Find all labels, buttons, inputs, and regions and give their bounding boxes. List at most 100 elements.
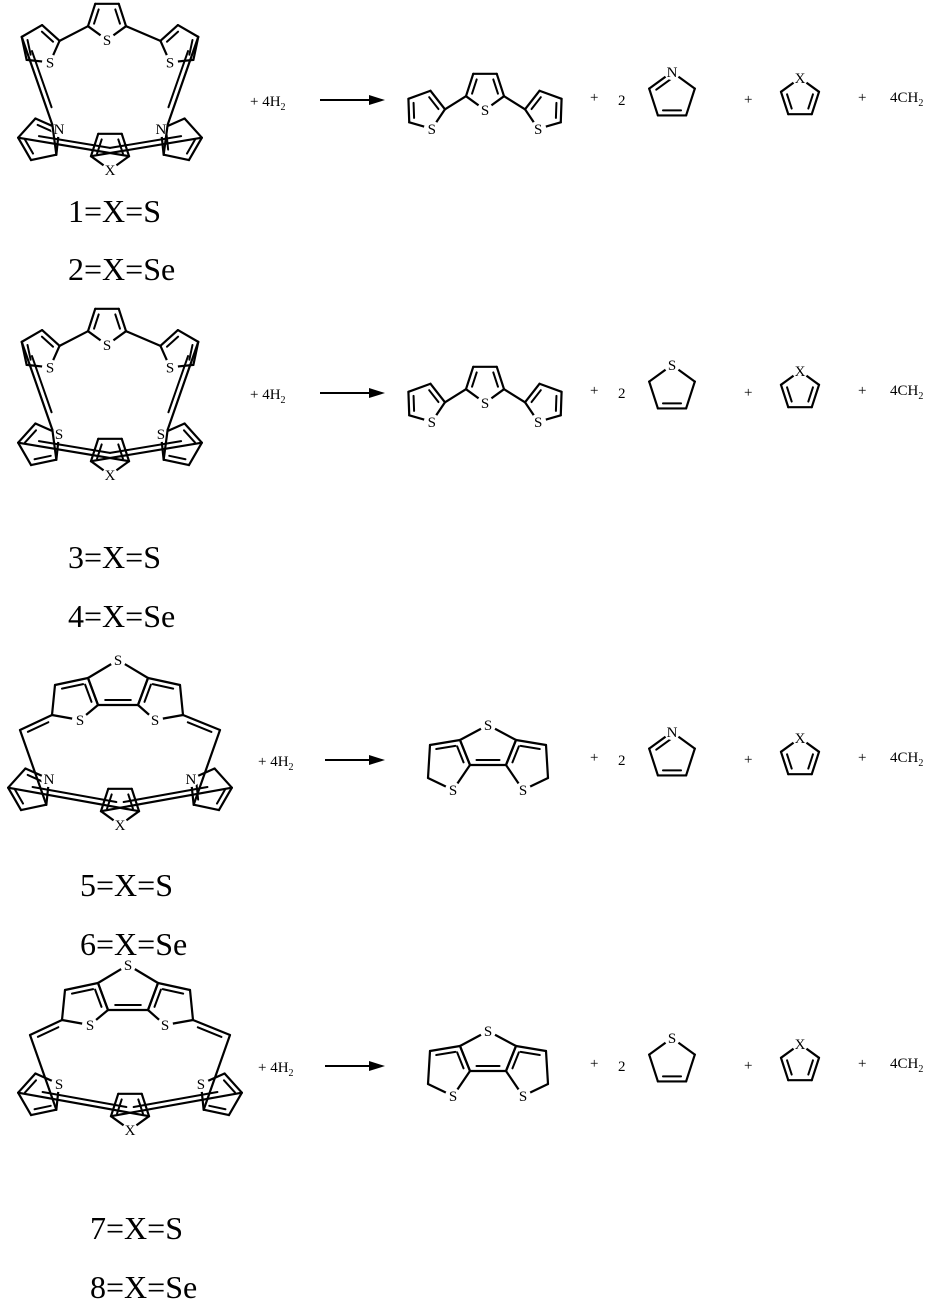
bond-line — [428, 1044, 462, 1053]
bond-line — [23, 138, 35, 155]
compound-label: 5=X=S — [80, 867, 173, 903]
product-dihydro-ring: S — [648, 357, 696, 410]
atom-mask — [530, 120, 547, 137]
bond-line — [60, 683, 85, 690]
atom-mask — [477, 102, 493, 118]
bond-line — [426, 1049, 432, 1086]
bond-line — [511, 745, 520, 764]
bond-line — [20, 24, 44, 38]
bond-line — [471, 371, 478, 388]
bond-line — [89, 136, 203, 158]
bond-line — [84, 683, 93, 703]
bond-line — [786, 386, 793, 403]
bond-line — [648, 87, 659, 117]
bond-line — [146, 676, 182, 687]
atom-label-x: X — [115, 818, 126, 834]
atom-label-s: S — [103, 33, 111, 49]
bond-line — [407, 382, 432, 393]
atom-mask — [445, 782, 461, 798]
bond-line — [523, 89, 541, 111]
atom-label-s: S — [157, 427, 165, 443]
atom-mask — [42, 359, 58, 376]
bond-line — [17, 422, 37, 444]
atom-label-s: S — [166, 55, 174, 71]
plus-sign: + — [590, 383, 598, 399]
bond-line — [41, 1091, 128, 1109]
bond-line — [13, 788, 25, 805]
atom-mask — [664, 64, 680, 80]
bond-line — [187, 441, 203, 467]
compound-label: 3=X=S — [68, 539, 161, 575]
bond-line — [86, 307, 97, 333]
bond-line — [162, 428, 169, 461]
product-heterole-ring: X — [779, 70, 821, 116]
compound-label: 8=X=Se — [90, 1269, 197, 1300]
atom-label-s: S — [519, 1089, 527, 1105]
bond-line — [28, 1018, 64, 1037]
bond-line — [117, 2, 128, 28]
methylene-term-subscript: 2 — [918, 98, 923, 109]
bond-line — [786, 1059, 793, 1076]
atom-label-s: S — [519, 783, 527, 799]
bond-line — [502, 95, 527, 111]
atom-label-s: S — [449, 783, 457, 799]
bond-line — [181, 713, 222, 732]
bond-line — [136, 676, 150, 707]
bond-line — [17, 1091, 33, 1117]
atom-label-s: S — [151, 713, 159, 729]
atom-label-x: X — [795, 71, 806, 87]
bond-line — [109, 440, 183, 454]
bond-line — [109, 1091, 243, 1118]
bond-line — [117, 307, 128, 333]
bond-line — [559, 390, 563, 417]
atom-mask — [102, 467, 118, 483]
atom-mask — [51, 1076, 68, 1092]
bond-line — [648, 747, 659, 777]
bond-line — [93, 313, 100, 330]
atom-mask — [152, 426, 169, 442]
atom-mask — [664, 724, 680, 740]
bond-line — [685, 747, 696, 777]
bond-line — [23, 429, 38, 444]
atom-mask — [41, 771, 58, 787]
atom-mask — [99, 337, 115, 353]
bond-line — [223, 1072, 243, 1094]
bond-line — [807, 753, 814, 770]
bond-line — [20, 329, 44, 343]
bond-line — [471, 78, 478, 95]
atom-label-s: S — [161, 1018, 169, 1034]
bond-line — [807, 93, 814, 110]
atom-label-s: S — [124, 958, 132, 974]
bond-line — [187, 136, 203, 162]
bond-line — [429, 89, 447, 111]
atom-mask — [792, 70, 808, 86]
bond-line — [412, 394, 416, 412]
bond-line — [17, 441, 33, 467]
bond-line — [132, 1091, 219, 1109]
atom-mask — [42, 54, 58, 71]
bond-line — [407, 97, 411, 124]
bond-line — [109, 135, 183, 149]
atom-label-s: S — [449, 1089, 457, 1105]
plus-sign: + — [858, 90, 866, 106]
bond-line — [648, 380, 659, 410]
methylene-term: 4CH2 — [890, 750, 923, 769]
atom-label-n: N — [667, 65, 678, 81]
bond-line — [443, 95, 468, 111]
atom-mask — [445, 1088, 461, 1104]
product-dihydro-ring: N — [648, 64, 696, 117]
hydrogen-term: + 4H2 — [250, 387, 286, 406]
product-heterole-ring: X — [779, 730, 821, 776]
bond-line — [196, 1026, 223, 1038]
atom-mask — [480, 1023, 496, 1039]
bond-line — [191, 1018, 232, 1037]
bond-line — [143, 683, 152, 703]
bond-line — [523, 382, 541, 404]
reaction-arrow — [320, 95, 385, 105]
